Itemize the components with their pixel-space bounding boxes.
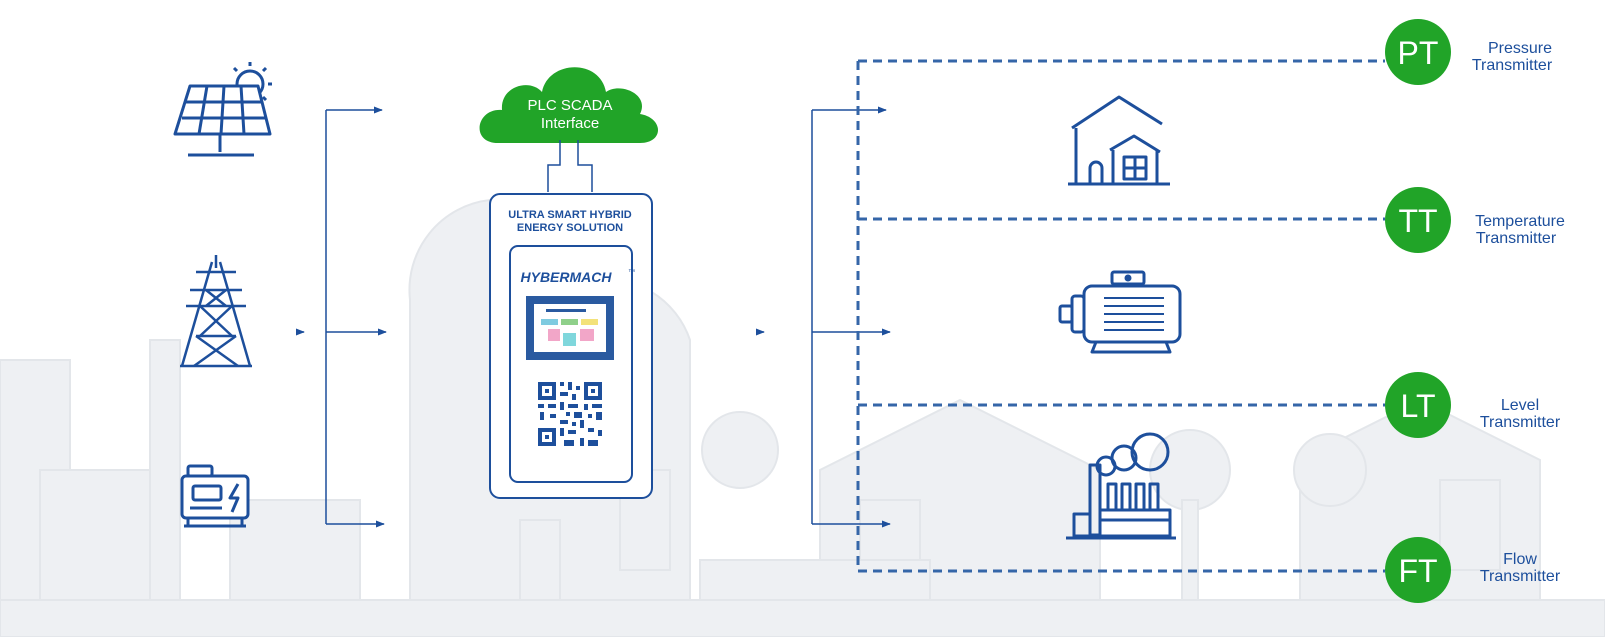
pressure-transmitter: PT Pressure Transmitter bbox=[1385, 19, 1553, 85]
device-screen bbox=[526, 296, 614, 360]
electric-motor-icon bbox=[1058, 270, 1182, 354]
temperature-transmitter: TT Temperature Transmitter bbox=[1385, 187, 1565, 253]
solar-panel-icon bbox=[173, 62, 272, 157]
cloud-label-line1: PLC SCADA bbox=[527, 97, 612, 114]
device-cable bbox=[547, 140, 593, 192]
pt-label-line2: Transmitter bbox=[1472, 57, 1553, 74]
pt-label-line1: Pressure bbox=[1488, 40, 1552, 57]
brand-logo: HYBERMACH bbox=[521, 269, 613, 285]
ft-code: FT bbox=[1398, 553, 1437, 589]
pt-code: PT bbox=[1398, 35, 1439, 71]
load-bus-connector bbox=[755, 106, 891, 528]
ft-label-line1: Flow bbox=[1503, 551, 1537, 568]
factory-icon bbox=[1066, 432, 1176, 540]
hybrid-energy-device: ULTRA SMART HYBRID ENERGY SOLUTION HYBER… bbox=[489, 193, 653, 499]
flow-transmitter: FT Flow Transmitter bbox=[1385, 537, 1561, 603]
lt-label-line1: Level bbox=[1501, 397, 1539, 414]
background-cityscape bbox=[0, 198, 1605, 638]
cloud-label-line2: Interface bbox=[541, 115, 599, 132]
lt-label-line2: Transmitter bbox=[1480, 414, 1561, 431]
qr-code bbox=[538, 382, 602, 446]
level-transmitter: LT Level Transmitter bbox=[1385, 372, 1561, 438]
source-bus-connector bbox=[295, 106, 387, 528]
tt-code: TT bbox=[1398, 203, 1437, 239]
plc-scada-cloud: PLC SCADA Interface bbox=[479, 67, 658, 143]
tt-label-line1: Temperature bbox=[1475, 213, 1565, 230]
ft-label-line2: Transmitter bbox=[1480, 568, 1561, 585]
brand-trademark: ™ bbox=[628, 269, 635, 276]
lt-code: LT bbox=[1401, 388, 1436, 424]
tt-label-line2: Transmitter bbox=[1476, 230, 1557, 247]
sensor-dashed-lines bbox=[856, 59, 1385, 573]
device-title-line1: ULTRA SMART HYBRID bbox=[508, 209, 631, 221]
transmission-tower-icon bbox=[180, 255, 252, 368]
device-title-line2: ENERGY SOLUTION bbox=[517, 222, 623, 234]
generator-icon bbox=[180, 464, 250, 528]
house-icon bbox=[1068, 95, 1170, 186]
